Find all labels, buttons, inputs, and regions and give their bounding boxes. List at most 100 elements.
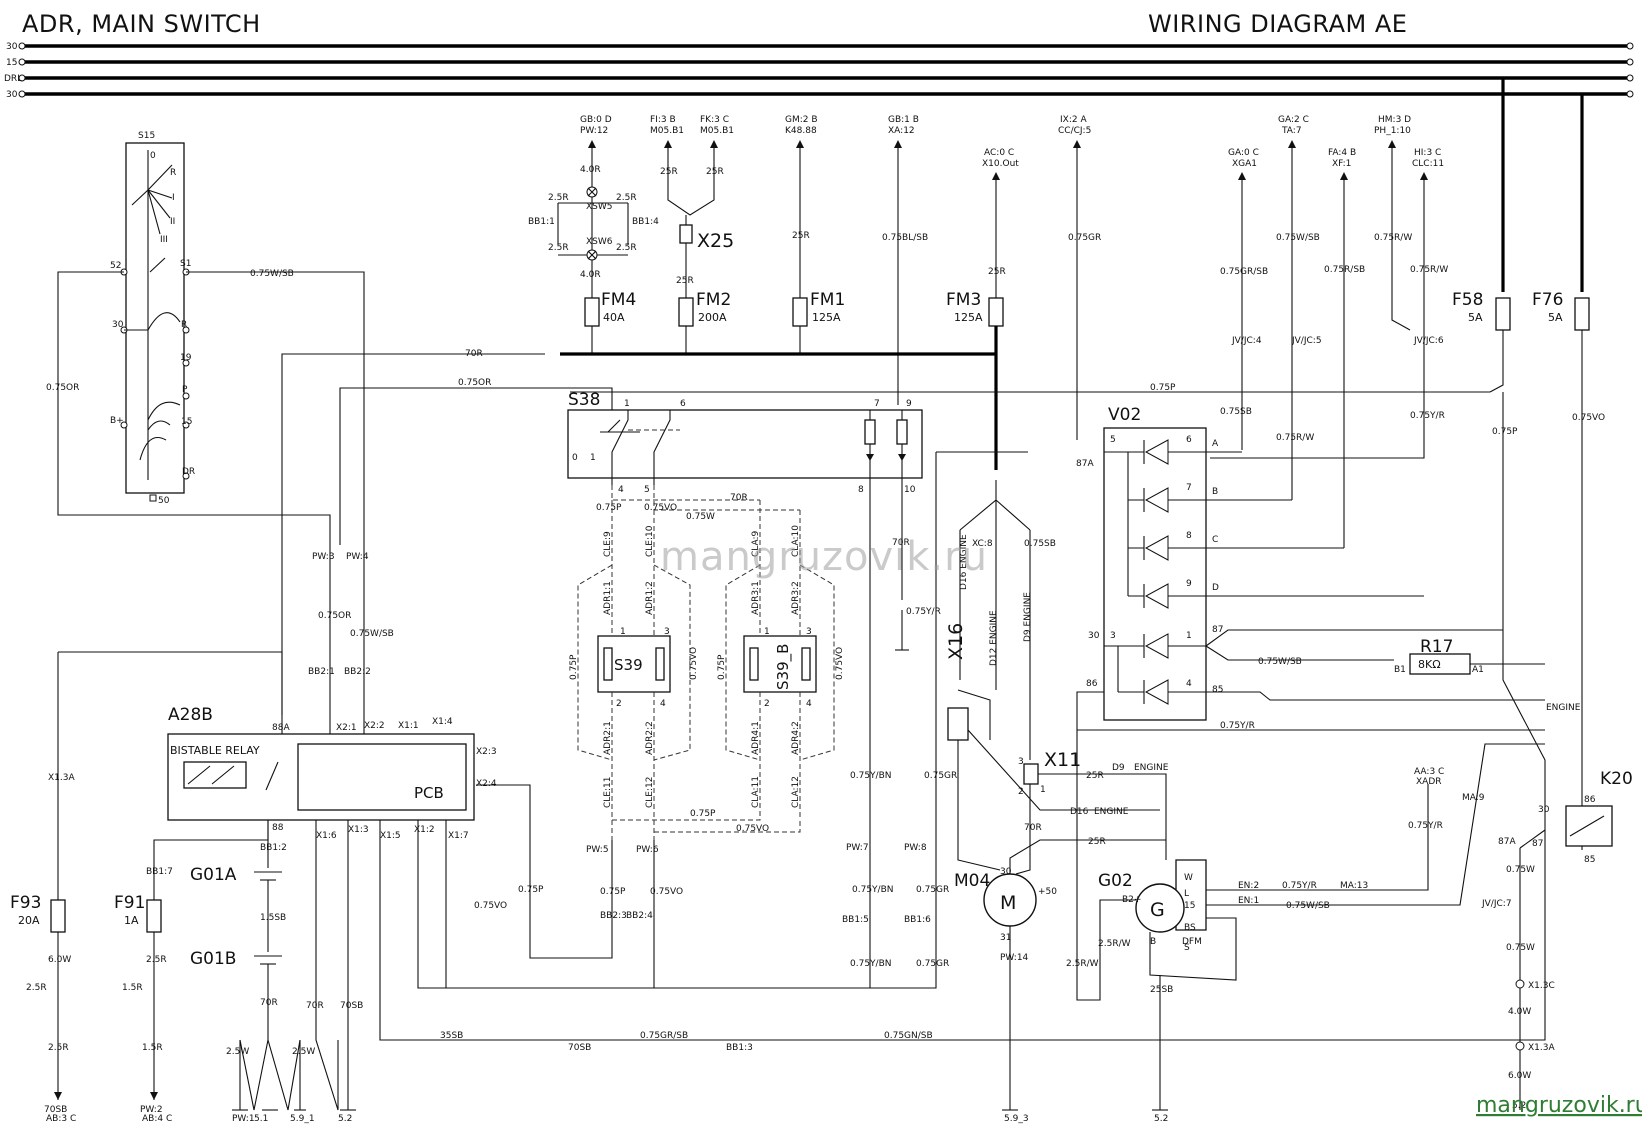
- g02-pin-l: L: [1184, 889, 1189, 899]
- wire-label: D9: [1112, 763, 1125, 773]
- s39b-pin-2: 2: [764, 699, 770, 709]
- wire-label: 0.75Y/R: [1220, 721, 1255, 731]
- footer-site-link[interactable]: mangruzovik.ru: [1476, 1093, 1642, 1118]
- wire-label: 4.0R: [580, 165, 601, 175]
- a28b-pin-x21: X2:1: [336, 723, 357, 733]
- wire-label: 25R: [1086, 771, 1104, 781]
- a28b-pcb-label: PCB: [414, 784, 444, 802]
- s15-pin-52: 52: [110, 261, 121, 271]
- m04-symbol: M: [1000, 892, 1016, 914]
- wire-label: 25R: [988, 267, 1006, 277]
- ref-fi3b: FI:3 B: [650, 115, 676, 125]
- s15-pos-ii: II: [170, 217, 175, 227]
- wire-label: BB2:1: [308, 667, 335, 677]
- fm1-label: FM1: [810, 290, 845, 310]
- v02-pin-3: 3: [1110, 631, 1116, 641]
- ref-fa4b: FA:4 B: [1328, 148, 1356, 158]
- k20-pin-85: 85: [1584, 855, 1595, 865]
- wire-label: 5.2: [1154, 1114, 1168, 1124]
- wire-label: 5.1: [254, 1114, 268, 1124]
- wire-label: JV/JC:5: [1291, 336, 1322, 346]
- wire-label: XC:8: [972, 539, 993, 549]
- wire-label: X1.3A: [1528, 1043, 1555, 1053]
- wire-label: 0.75VO: [835, 647, 845, 680]
- wire-label: 70R: [1024, 823, 1042, 833]
- wire-label: BB2:2: [344, 667, 371, 677]
- wire-label: 70R: [306, 1001, 324, 1011]
- s38-pin-4: 4: [618, 485, 624, 495]
- ref-fk3c: FK:3 C: [700, 115, 729, 125]
- wire-label: 0.75W/SB: [1258, 657, 1302, 667]
- s15-ignition-switch: S15 0 R I II III 52 S1 30 R 19 P B+ 15: [110, 131, 195, 506]
- wire-label: 0.75Y/R: [906, 607, 941, 617]
- s15-pin-15: 15: [181, 417, 192, 427]
- wire-label: 0.75VO: [1572, 413, 1605, 423]
- wire-label: 0.75P: [690, 809, 716, 819]
- rail-label-30a: 30: [6, 42, 18, 52]
- v02-pin-4: 4: [1186, 679, 1192, 689]
- wire-label: PW:3: [312, 552, 335, 562]
- k20-pin-30: 30: [1538, 805, 1550, 815]
- wire-label: AB:3 C: [46, 1114, 76, 1124]
- wire-label: 0.75P: [600, 887, 626, 897]
- wire-label: 0.75VO: [689, 647, 699, 680]
- wire-label: BB1:1: [528, 217, 555, 227]
- g02-pin-s: S: [1184, 943, 1190, 953]
- r17-label: R17: [1420, 637, 1453, 657]
- wire-label: BB1:5: [842, 915, 869, 925]
- s38-pin-5: 5: [644, 485, 650, 495]
- ref-ga2c: GA:2 C: [1278, 115, 1309, 125]
- wire-label: 1.5SB: [260, 913, 286, 923]
- m04-pin-31: 31: [1000, 933, 1011, 943]
- wire-label: ADR2:1: [603, 721, 613, 755]
- v02-pin-b: B: [1212, 487, 1218, 497]
- x11-pin-2: 2: [1018, 787, 1024, 797]
- r17-pin-a1: A1: [1472, 665, 1484, 675]
- g01a-label: G01A: [190, 865, 237, 885]
- power-rails: 30 15 DRL 30: [4, 42, 1634, 292]
- wire-label: 70R: [730, 493, 748, 503]
- wire-label: PW:5: [586, 845, 609, 855]
- s15-pin-bplus: B+: [110, 416, 124, 426]
- v02-pin-85: 85: [1212, 685, 1223, 695]
- wire-label: 1.5R: [142, 1043, 163, 1053]
- wire-label: 0.75Y/R: [1282, 881, 1317, 891]
- wire-label: 0.75P: [596, 503, 622, 513]
- ref-gb1b: GB:1 B: [888, 115, 919, 125]
- wire-label: 0.75P: [518, 885, 544, 895]
- v02-pin-c: C: [1212, 535, 1218, 545]
- wire-label: 25R: [676, 276, 694, 286]
- wire-label: 0.75W/SB: [350, 629, 394, 639]
- m04-label: M04: [954, 871, 990, 891]
- ref-ph110: PH_1:10: [1374, 126, 1411, 136]
- g02-pin-w: W: [1184, 873, 1193, 883]
- wire-label: EN:2: [1238, 881, 1259, 891]
- v02-pin-1: 1: [1186, 631, 1192, 641]
- wire-label: CLE:10: [645, 525, 655, 557]
- m04-pin-plus50: +50: [1038, 887, 1057, 897]
- wire-label: ENGINE: [1134, 763, 1169, 773]
- wire-label: 25R: [1088, 837, 1106, 847]
- x16-engine-select: XC:8 0.75SB D16 ENGINE D12 ENGINE D9 ENG…: [945, 480, 1160, 871]
- wire-label: 0.75R/SB: [1324, 265, 1365, 275]
- x16-engine-d12: D12 ENGINE: [989, 610, 999, 666]
- s15-pos-iii: III: [160, 235, 168, 245]
- v02-pin-87a: 87A: [1076, 459, 1094, 469]
- wire-label: X1.3A: [48, 773, 75, 783]
- g01b-label: G01B: [190, 949, 236, 969]
- s38-pin-7: 7: [874, 399, 880, 409]
- wire-label: 0.75VO: [474, 901, 507, 911]
- v02-pin-8: 8: [1186, 531, 1192, 541]
- a28b-pin-88: 88: [272, 823, 284, 833]
- wire-label: 0.75SB: [1220, 407, 1252, 417]
- wire-label: AB:4 C: [142, 1114, 172, 1124]
- wire-label: 0.75W/SB: [1286, 901, 1330, 911]
- wire-label: 0.75OR: [46, 383, 79, 393]
- wire-label: 0.75W: [686, 512, 715, 522]
- wire-label: 0.75Y/BN: [850, 959, 891, 969]
- wire-label: BB2:3: [600, 911, 627, 921]
- s15-pin-50: 50: [158, 496, 170, 506]
- wire-label: PW:8: [904, 843, 927, 853]
- wire-label: 0.75W: [1506, 865, 1535, 875]
